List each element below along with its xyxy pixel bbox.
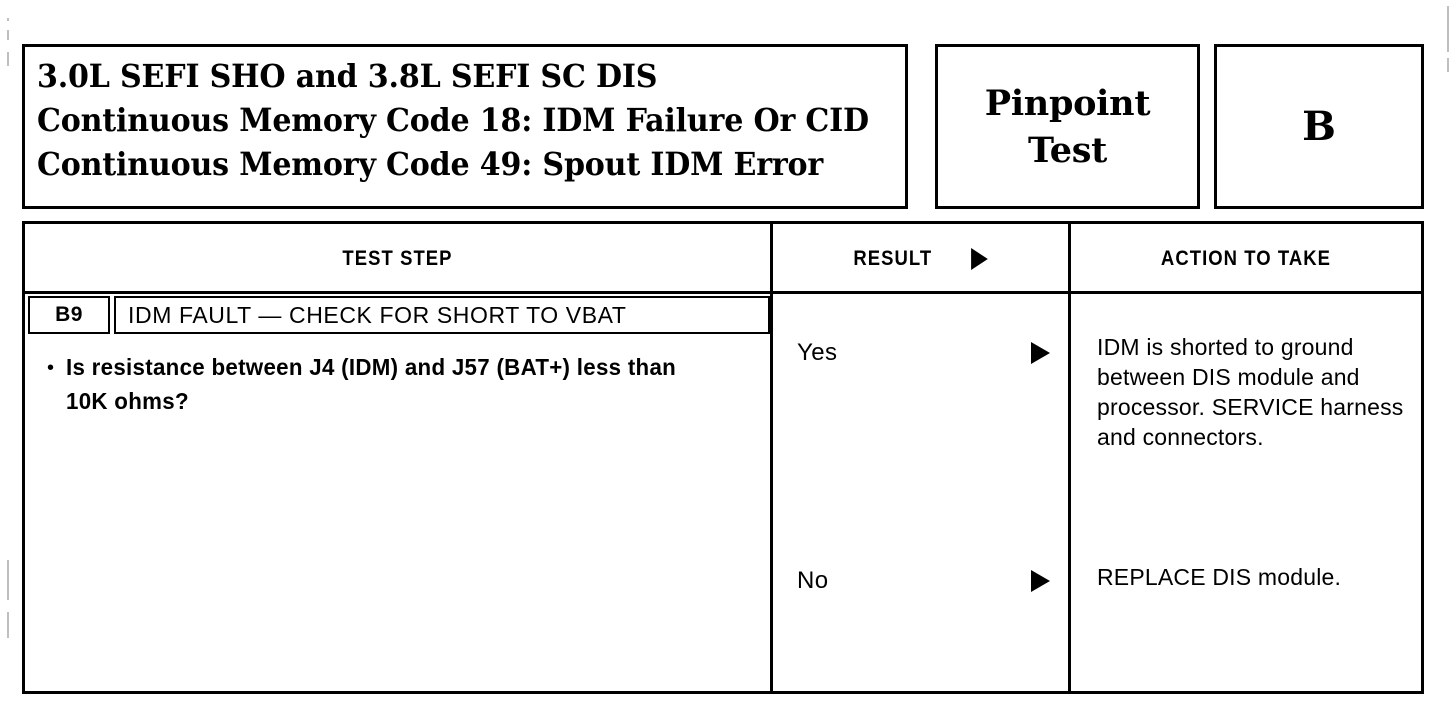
result-label-no: No (797, 567, 829, 594)
scan-artifact-right-top (1447, 6, 1449, 52)
action-text-yes: IDM is shorted to ground between DIS mod… (1097, 334, 1404, 450)
table-header-row: TEST STEP RESULT ACTION TO TAKE (25, 224, 1421, 294)
table-body: B9 IDM FAULT — CHECK FOR SHORT TO VBAT •… (25, 294, 1421, 691)
action-to-take-cell: IDM is shorted to ground between DIS mod… (1071, 294, 1421, 691)
action-row-no: REPLACE DIS module. (1071, 562, 1415, 592)
right-triangle-icon (970, 248, 988, 270)
page-header-band: 3.0L SEFI SHO and 3.8L SEFI SC DIS Conti… (22, 44, 1424, 209)
step-id-label: B9 (55, 303, 83, 326)
column-header-action-label: ACTION TO TAKE (1160, 247, 1332, 270)
column-header-result-label: RESULT (853, 247, 933, 270)
column-header-action-to-take: ACTION TO TAKE (1092, 224, 1400, 294)
list-item: • Is resistance between J4 (IDM) and J57… (47, 350, 752, 418)
test-step-heading: B9 IDM FAULT — CHECK FOR SHORT TO VBAT (28, 296, 770, 334)
pinpoint-test-label-box: Pinpoint Test (935, 44, 1200, 209)
title-line-2: Continuous Memory Code 18: IDM Failure O… (37, 101, 869, 139)
step-id-box: B9 (28, 296, 110, 334)
scan-artifact-left-lower (7, 560, 9, 600)
scan-artifact-left-upper (7, 30, 9, 40)
action-text-no: REPLACE DIS module. (1097, 564, 1342, 590)
step-title-box: IDM FAULT — CHECK FOR SHORT TO VBAT (114, 296, 770, 334)
engine-code-title-box: 3.0L SEFI SHO and 3.8L SEFI SC DIS Conti… (22, 44, 908, 209)
column-divider-result (770, 224, 773, 691)
result-row-no: No (773, 564, 1068, 598)
step-title-label: IDM FAULT — CHECK FOR SHORT TO VBAT (128, 301, 627, 328)
result-label-yes: Yes (797, 339, 838, 366)
title-line-3: Continuous Memory Code 49: Spout IDM Err… (37, 145, 824, 183)
pinpoint-line-1: Pinpoint (984, 82, 1151, 124)
column-header-test-step: TEST STEP (70, 224, 726, 294)
test-step-body: • Is resistance between J4 (IDM) and J57… (25, 350, 770, 418)
scan-artifact-left-bottom (7, 612, 9, 638)
title-line-1: 3.0L SEFI SHO and 3.8L SEFI SC DIS (37, 57, 658, 95)
result-cell: Yes No (773, 294, 1068, 691)
scan-artifact-left-top (7, 18, 9, 21)
test-letter: B (1302, 102, 1336, 150)
test-step-cell: B9 IDM FAULT — CHECK FOR SHORT TO VBAT •… (25, 294, 770, 691)
column-divider-action (1068, 224, 1071, 691)
right-triangle-icon (1031, 570, 1050, 592)
pinpoint-test-table: TEST STEP RESULT ACTION TO TAKE B9 (22, 221, 1424, 694)
right-triangle-icon (1031, 342, 1050, 364)
result-row-yes: Yes (773, 336, 1068, 370)
column-header-test-step-label: TEST STEP (342, 247, 453, 270)
column-header-result: RESULT (791, 224, 1051, 294)
pinpoint-line-2: Test (1028, 129, 1107, 171)
test-step-question: Is resistance between J4 (IDM) and J57 (… (66, 354, 677, 414)
scan-artifact-left-mid (7, 52, 9, 66)
scan-artifact-right-upper (1447, 58, 1449, 72)
manual-page: 3.0L SEFI SHO and 3.8L SEFI SC DIS Conti… (22, 44, 1424, 694)
bullet-icon: • (47, 357, 55, 379)
test-letter-box: B (1214, 44, 1424, 209)
action-row-yes: IDM is shorted to ground between DIS mod… (1071, 332, 1415, 452)
